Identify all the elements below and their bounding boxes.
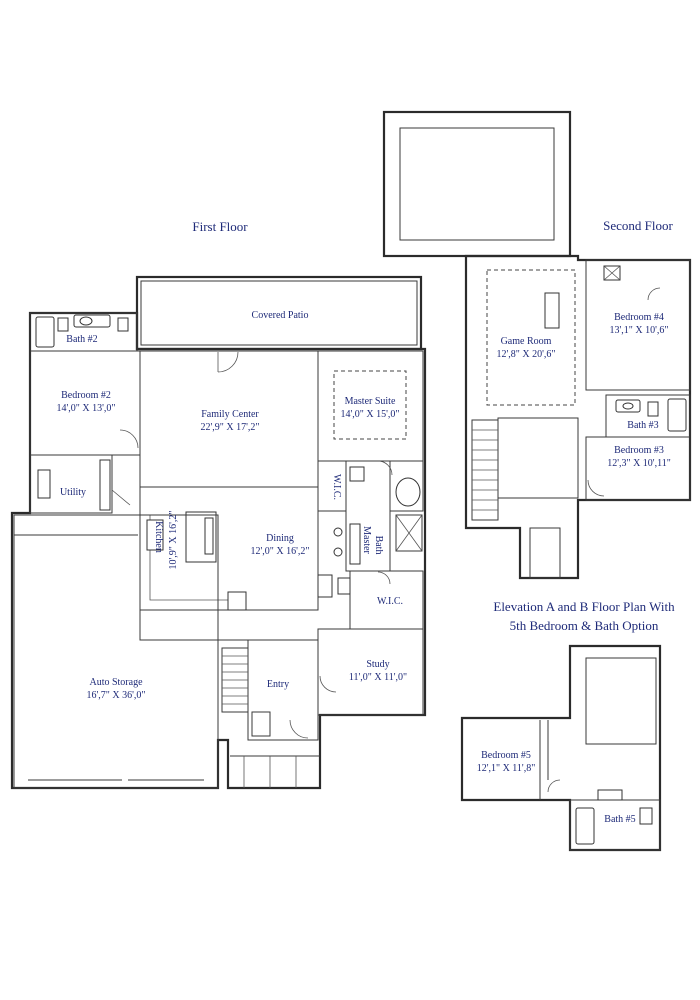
family-center-label: Family Center — [201, 409, 259, 420]
kitchen-size: 10',9" X 16',2" — [168, 511, 179, 570]
bedroom5-size: 12',1" X 11',8" — [477, 763, 536, 774]
study-size: 11',0" X 11',0" — [349, 672, 407, 683]
game-room-label: Game Room — [501, 336, 552, 347]
game-room-size: 12',8" X 20',6" — [497, 349, 556, 360]
master-suite-size: 14',0" X 15',0" — [341, 409, 400, 420]
first-floor-plan — [10, 275, 427, 790]
wic2-label: W.I.C. — [377, 596, 403, 607]
open-to-below-outline — [382, 110, 572, 258]
bedroom2-size: 14',0" X 13',0" — [57, 403, 116, 414]
master-suite-label: Master Suite — [345, 396, 396, 407]
bath2-label: Bath #2 — [66, 334, 97, 345]
second-floor-outline — [464, 254, 692, 580]
utility-label: Utility — [60, 487, 86, 498]
second-floor-title: Second Floor — [603, 218, 673, 233]
second-floor-plan — [382, 110, 692, 580]
auto-storage-size: 16',7" X 36',0" — [87, 690, 146, 701]
master-bath-label-line1: Master — [361, 526, 372, 554]
first-floor-outline — [10, 311, 427, 790]
entry-label: Entry — [267, 679, 289, 690]
bedroom3-label: Bedroom #3 — [614, 445, 664, 456]
first-floor-title: First Floor — [192, 219, 248, 234]
covered-patio-label: Covered Patio — [252, 310, 309, 321]
dining-size: 12',0" X 16',2" — [251, 546, 310, 557]
bedroom4-label: Bedroom #4 — [614, 312, 664, 323]
option-plan — [460, 644, 662, 852]
kitchen-label: Kitchen — [153, 521, 164, 553]
bedroom3-size: 12',3" X 10',11" — [607, 458, 671, 469]
master-bath-label-line2: Bath — [373, 536, 384, 555]
bedroom2-label: Bedroom #2 — [61, 390, 111, 401]
auto-storage-label: Auto Storage — [89, 677, 143, 688]
wic1-label: W.I.C. — [331, 474, 342, 500]
option-title-line2: 5th Bedroom & Bath Option — [510, 618, 659, 633]
option-title-line1: Elevation A and B Floor Plan With — [493, 599, 675, 614]
family-center-size: 22',9" X 17',2" — [201, 422, 260, 433]
bath3-label: Bath #3 — [627, 420, 658, 431]
bedroom5-label: Bedroom #5 — [481, 750, 531, 761]
study-label: Study — [366, 659, 389, 670]
bath5-label: Bath #5 — [604, 814, 635, 825]
bedroom4-size: 13',1" X 10',6" — [610, 325, 669, 336]
dining-label: Dining — [266, 533, 294, 544]
